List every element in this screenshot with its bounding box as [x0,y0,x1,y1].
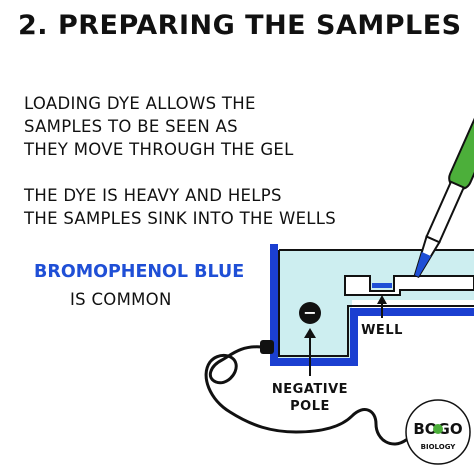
negative-pole-arrowhead [304,328,316,338]
pipette-barrel [425,180,466,244]
paragraph-line: THE DYE IS HEAVY AND HELPS [24,186,282,205]
logo-bottom-text: BIOLOGY [421,443,457,451]
negative-symbol: − [303,303,316,322]
dye-name-label: BROMOPHENOL BLUE [34,262,245,282]
well-strip [344,275,474,296]
logo-leaf [433,424,443,434]
negative-label-line1: NEGATIVE [272,382,348,397]
heavy-dye-paragraph: THE DYE IS HEAVY AND HELPS THE SAMPLES S… [24,184,336,230]
loading-dye-paragraph: LOADING DYE ALLOWS THE SAMPLES TO BE SEE… [24,92,294,161]
dye-in-well [372,283,392,288]
bogo-biology-logo: BOGO BIOLOGY [405,399,471,465]
tank-outline [270,244,474,366]
pipette [413,98,474,279]
power-cable [204,345,408,446]
page-title: 2. PREPARING THE SAMPLES [18,10,462,41]
cable-plug [260,340,274,354]
paragraph-line: LOADING DYE ALLOWS THE [24,94,256,113]
paragraph-line: THE SAMPLES SINK INTO THE WELLS [24,209,337,228]
paragraph-line: SAMPLES TO BE SEEN AS [24,117,238,136]
well-arrowhead [377,295,387,304]
dye-note-label: IS COMMON [70,290,172,309]
negative-label-line2: POLE [290,399,330,414]
pipette-dye [414,252,432,277]
paragraph-line: THEY MOVE THROUGH THE GEL [24,140,294,159]
pipette-bulb [448,98,474,191]
negative-electrode [299,302,321,324]
tank-inner-border [278,250,474,357]
well-label: WELL [361,323,403,338]
